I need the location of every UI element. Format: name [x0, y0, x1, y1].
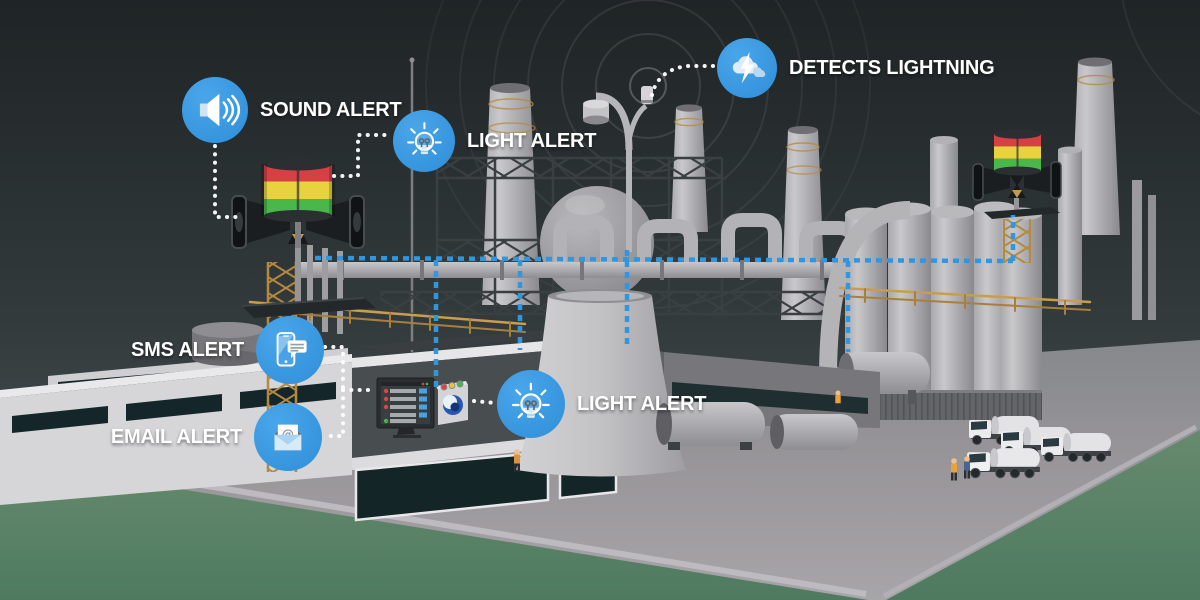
- tanker-truck: [1041, 433, 1111, 462]
- chimney: [1071, 57, 1120, 235]
- speaker-icon: [182, 77, 248, 143]
- alert-tower-right: [972, 129, 1062, 263]
- callout-sms-alert: SMS ALERT: [60, 316, 324, 384]
- tanker-trucks: [967, 416, 1111, 479]
- warning-lamp: [583, 99, 609, 125]
- control-room-monitor: [376, 377, 435, 438]
- callout-light-alert-bottom: LIGHT ALERT: [497, 370, 706, 438]
- roller-tanks: [655, 402, 858, 450]
- worker: [951, 458, 957, 481]
- blue-cable-network: [314, 215, 1016, 388]
- grass-right: [886, 430, 1200, 600]
- stack-light: [261, 157, 335, 248]
- callout-connectors: [213, 64, 717, 438]
- roof-silo: [192, 322, 264, 366]
- lightning-sensor-pole: [583, 86, 653, 252]
- base-wall: [868, 392, 1042, 420]
- callout-email-alert: EMAIL ALERT @: [50, 403, 322, 471]
- callout-detects-lightning: DETECTS LIGHTNING: [717, 38, 995, 98]
- window: [354, 450, 550, 522]
- callout-sound-alert: SOUND ALERT: [182, 77, 402, 143]
- light-bulb-icon: [393, 110, 455, 172]
- workers: [514, 390, 970, 481]
- callout-light-alert-top: LIGHT ALERT: [393, 110, 596, 172]
- control-building: [352, 324, 664, 522]
- worker: [835, 390, 841, 411]
- email-envelope-icon: @: [254, 403, 322, 471]
- callout-label: EMAIL ALERT: [110, 426, 242, 448]
- callout-label: LIGHT ALERT: [467, 130, 597, 152]
- callout-label: SOUND ALERT: [260, 99, 402, 121]
- pad-curb-right: [882, 424, 1198, 599]
- grass-left: [0, 460, 868, 600]
- alert-device: [436, 380, 468, 425]
- callout-label: LIGHT ALERT: [577, 393, 707, 415]
- phone-sms-icon: [256, 316, 324, 384]
- tanker-truck: [967, 448, 1040, 479]
- lightning-sensor: [641, 86, 653, 104]
- stack-light: [994, 129, 1041, 176]
- big-pipe: [819, 201, 911, 381]
- lightning-cloud-icon: [717, 38, 777, 98]
- callout-label: SMS ALERT: [130, 339, 244, 361]
- tank: [931, 205, 974, 415]
- worker: [514, 449, 520, 472]
- light-bulb-icon: [497, 370, 565, 438]
- worker: [964, 456, 970, 479]
- callout-label: DETECTS LIGHTNING: [789, 57, 995, 79]
- alert-tower-left: [231, 157, 376, 472]
